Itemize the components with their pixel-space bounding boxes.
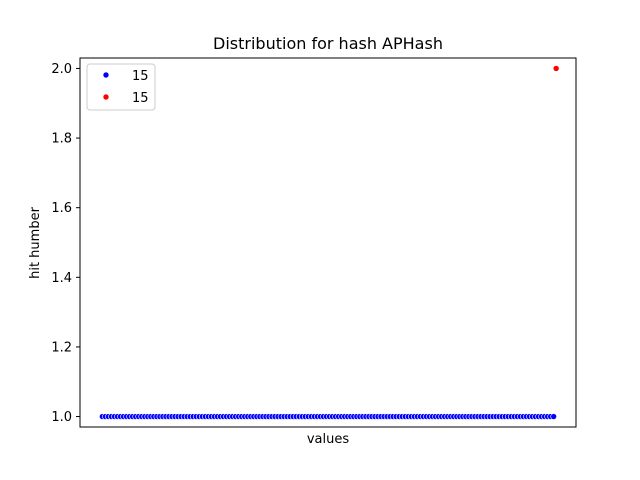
- y-tick-label: 1.4: [51, 271, 72, 286]
- chart-title: Distribution for hash APHash: [213, 34, 443, 53]
- y-tick-label: 1.0: [51, 410, 72, 425]
- legend: 15 15: [86, 63, 156, 111]
- y-axis-label: hit humber: [28, 206, 43, 278]
- y-tick-label: 1.2: [51, 340, 72, 355]
- x-axis-label: values: [307, 432, 350, 447]
- y-tick-label: 1.6: [51, 201, 72, 216]
- legend-label-blue: 15: [132, 69, 149, 84]
- y-tick-label: 2.0: [51, 62, 72, 77]
- data-points: [99, 65, 560, 420]
- plot-area: [79, 57, 577, 428]
- y-axis: 1.0 1.2 1.4 1.6 1.8 2.0: [51, 62, 80, 425]
- legend-marker-red: [102, 93, 110, 101]
- data-point-blue: [550, 413, 557, 420]
- y-tick-label: 1.8: [51, 132, 72, 147]
- legend-marker-blue: [102, 71, 110, 79]
- legend-label-red: 15: [132, 91, 149, 106]
- data-point-red: [552, 65, 560, 72]
